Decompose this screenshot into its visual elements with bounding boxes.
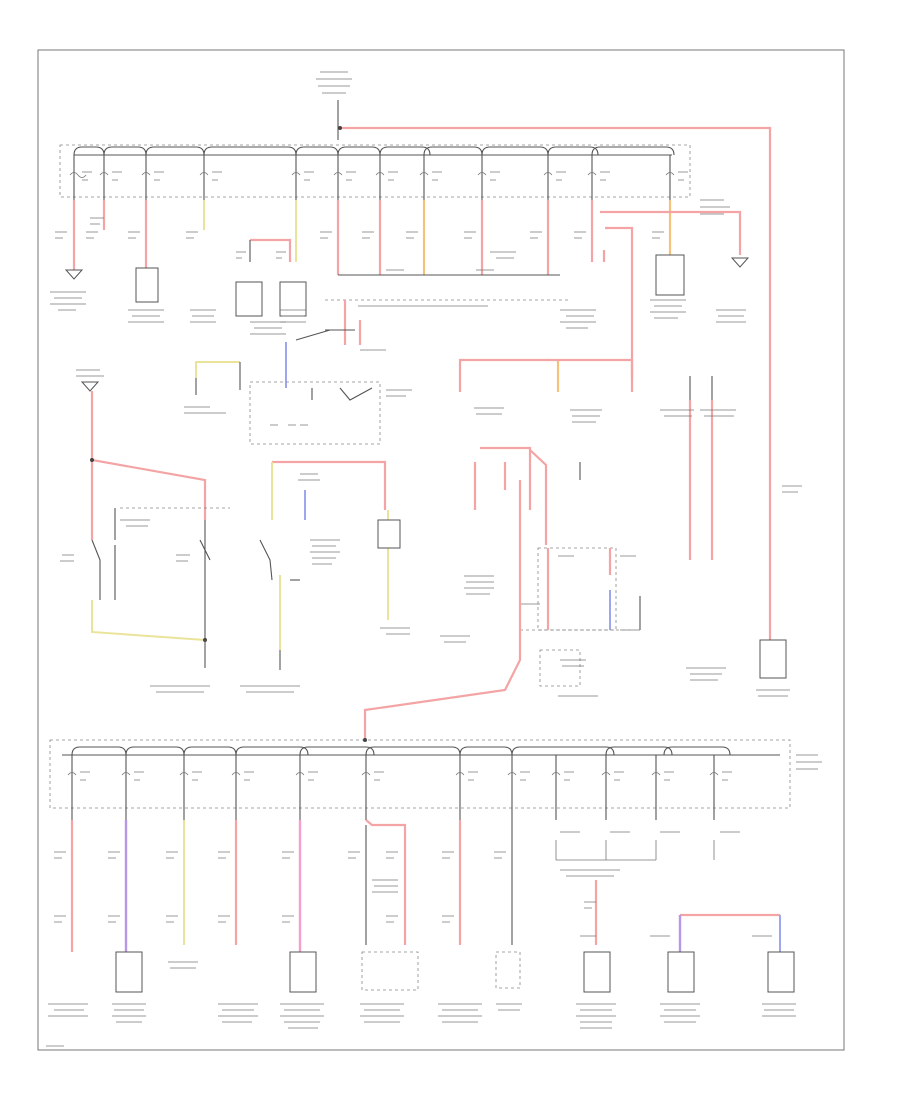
ignition-group	[240, 460, 410, 693]
main-battery-feed	[337, 100, 772, 640]
top-components	[50, 254, 750, 335]
diagram-border	[37, 49, 845, 1051]
top-fuse-block	[59, 144, 730, 215]
right-module-group	[363, 358, 736, 740]
control-module	[184, 299, 570, 445]
bottom-column-wires	[70, 819, 781, 952]
left-relay-group	[60, 369, 230, 693]
bottom-wire-labels	[54, 831, 772, 937]
right-side-module	[756, 485, 802, 697]
bottom-fuse-block	[49, 738, 822, 820]
top-column-wires	[72, 200, 742, 380]
top-header-label	[316, 71, 352, 94]
top-wire-labels	[55, 217, 664, 271]
bottom-components	[46, 951, 796, 1047]
